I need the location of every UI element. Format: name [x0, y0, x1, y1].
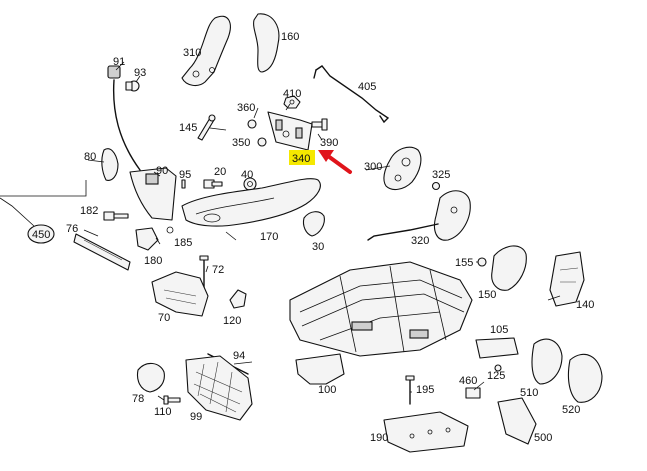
label-76: 76 [66, 223, 78, 235]
part-120-clip[interactable] [229, 289, 247, 309]
label-450: 450 [32, 229, 50, 241]
label-95: 95 [179, 169, 191, 181]
part-340-adjuster-plate[interactable] [267, 111, 313, 151]
part-195-screw[interactable] [405, 375, 415, 405]
label-90: 90 [156, 165, 168, 177]
label-390: 390 [320, 137, 338, 149]
part-410-nut[interactable] [283, 95, 301, 109]
label-100: 100 [318, 384, 336, 396]
label-145: 145 [179, 122, 197, 134]
part-500-trim[interactable] [497, 397, 537, 445]
part-140-bracket[interactable] [549, 251, 585, 307]
label-94: 94 [233, 350, 245, 362]
label-405: 405 [358, 81, 376, 93]
label-410: 410 [283, 88, 301, 100]
label-30: 30 [312, 241, 324, 253]
part-105-clip[interactable] [475, 337, 519, 359]
part-460-block[interactable] [465, 387, 481, 399]
part-100-bracket[interactable] [295, 353, 345, 385]
part-78-clamp[interactable] [136, 362, 165, 393]
part-360-clip[interactable] [247, 119, 257, 129]
label-91: 91 [113, 56, 125, 68]
label-155: 155 [455, 257, 473, 269]
label-40: 40 [241, 169, 253, 181]
part-190-base-plate[interactable] [383, 411, 469, 453]
part-20-bolt[interactable] [203, 179, 223, 189]
part-93-bolt[interactable] [125, 80, 140, 92]
part-155-nut[interactable] [477, 257, 487, 267]
label-340-highlight [289, 150, 315, 165]
part-350-washer[interactable] [257, 137, 267, 147]
part-300-bracket[interactable] [383, 146, 422, 191]
part-30-cap[interactable] [302, 211, 325, 237]
leader-lines [83, 61, 561, 401]
part-110-bolt[interactable] [163, 395, 181, 405]
label-520: 520 [562, 404, 580, 416]
label-310: 310 [183, 47, 201, 59]
label-170: 170 [260, 231, 278, 243]
part-320-lever[interactable] [367, 190, 471, 241]
label-120: 120 [223, 315, 241, 327]
label-150: 150 [478, 289, 496, 301]
part-185-clip[interactable] [135, 226, 174, 251]
part-125-washer[interactable] [494, 364, 502, 372]
label-160: 160 [281, 31, 299, 43]
label-180: 180 [144, 255, 162, 267]
part-labels: 310 160 91 93 405 410 360 390 145 350 34… [32, 31, 594, 444]
part-405-spring[interactable] [313, 65, 390, 124]
part-150-cover[interactable] [491, 245, 527, 291]
label-80: 80 [84, 151, 96, 163]
label-105: 105 [490, 324, 508, 336]
part-90-panel[interactable] [129, 167, 177, 221]
label-325: 325 [432, 169, 450, 181]
part-182-screw[interactable] [103, 211, 129, 221]
label-320: 320 [411, 235, 429, 247]
part-160[interactable] [253, 13, 280, 73]
label-195: 195 [416, 384, 434, 396]
label-500: 500 [534, 432, 552, 444]
label-510: 510 [520, 387, 538, 399]
part-145-pin[interactable] [197, 114, 216, 141]
part-170-side-trim[interactable] [181, 178, 321, 227]
label-360: 360 [237, 102, 255, 114]
seat-frame-assembly[interactable] [289, 261, 473, 357]
part-70-housing[interactable] [151, 271, 209, 317]
label-340: 340 [292, 153, 310, 165]
part-80-cover[interactable] [101, 148, 119, 181]
label-78: 78 [132, 393, 144, 405]
label-350: 350 [232, 137, 250, 149]
part-510-cover[interactable] [531, 338, 563, 385]
label-190: 190 [370, 432, 388, 444]
label-460: 460 [459, 375, 477, 387]
part-520-cover[interactable] [567, 353, 603, 403]
label-185: 185 [174, 237, 192, 249]
part-390-screw[interactable] [311, 118, 328, 131]
label-125: 125 [487, 370, 505, 382]
part-450-group-bracket [0, 180, 87, 244]
label-300: 300 [364, 161, 382, 173]
part-325-washer[interactable] [431, 181, 441, 191]
label-70: 70 [158, 312, 170, 324]
label-99: 99 [190, 411, 202, 423]
label-110: 110 [154, 406, 172, 418]
label-140: 140 [576, 299, 594, 311]
part-72-screw[interactable] [199, 255, 209, 289]
part-95-pin[interactable] [181, 179, 186, 189]
part-76-rail[interactable] [73, 233, 131, 271]
label-182: 182 [80, 205, 98, 217]
arrow-indicator [318, 150, 352, 174]
part-99-housing[interactable] [185, 355, 253, 421]
part-310[interactable] [181, 15, 231, 87]
label-20: 20 [214, 166, 226, 178]
label-72: 72 [212, 264, 224, 276]
label-93: 93 [134, 67, 146, 79]
